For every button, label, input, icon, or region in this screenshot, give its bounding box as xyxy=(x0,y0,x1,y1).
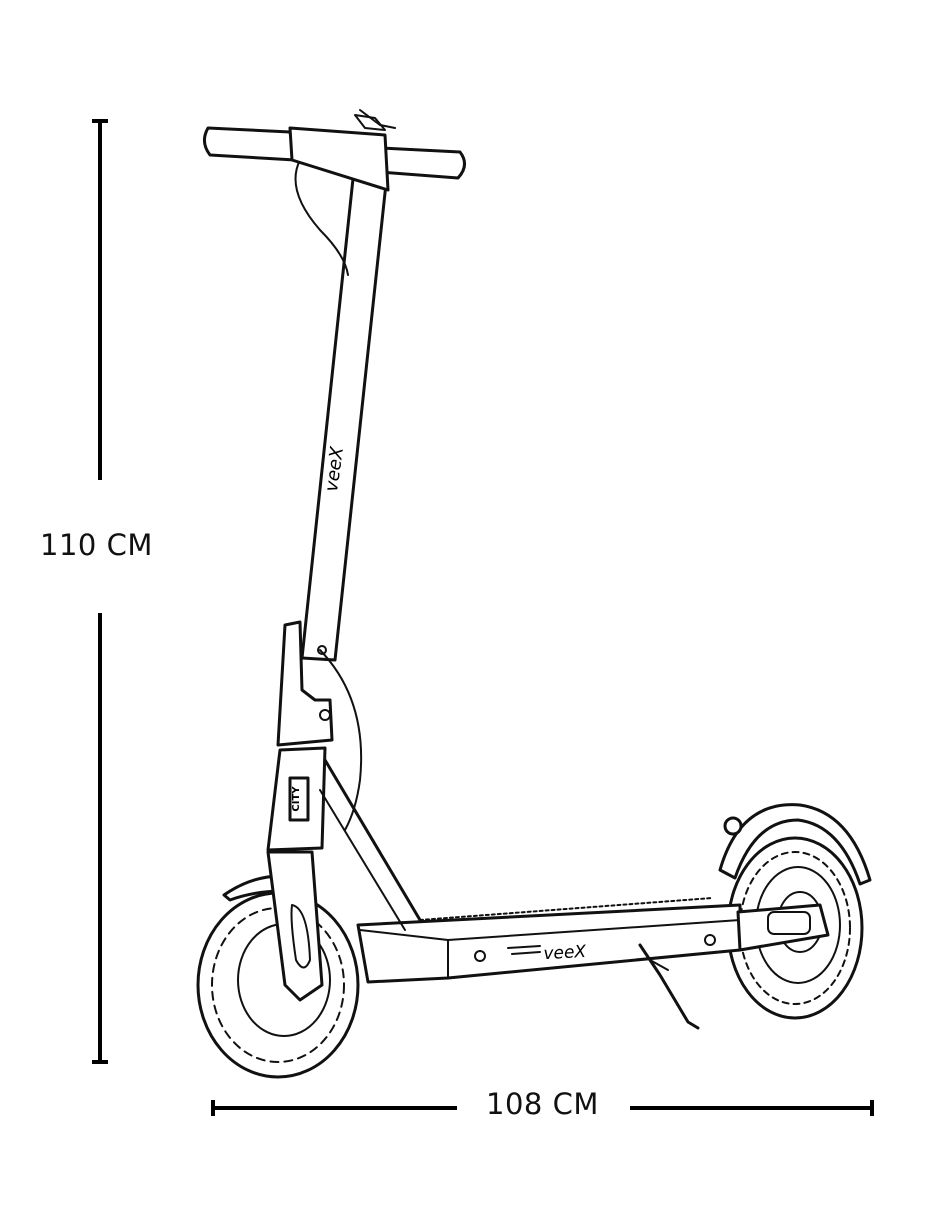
rear-fender-light xyxy=(723,816,743,836)
brake-cable xyxy=(294,159,349,276)
deck-brand: veeX xyxy=(543,942,587,964)
down-tube xyxy=(323,758,422,922)
rear-fender xyxy=(718,803,872,886)
throttle xyxy=(359,109,396,129)
city-badge-box xyxy=(288,776,310,822)
folding-latch xyxy=(276,620,334,747)
front-fork xyxy=(266,850,324,1002)
stem xyxy=(300,158,390,662)
height-label: 110 CM xyxy=(40,528,153,562)
rear-swing-arm xyxy=(736,903,830,952)
width-dimension-line xyxy=(211,1100,874,1116)
handlebar xyxy=(203,114,466,192)
height-dimension-line xyxy=(92,119,108,1064)
deck xyxy=(356,903,742,984)
city-badge: CITY xyxy=(291,786,302,812)
width-label: 108 CM xyxy=(486,1087,599,1121)
